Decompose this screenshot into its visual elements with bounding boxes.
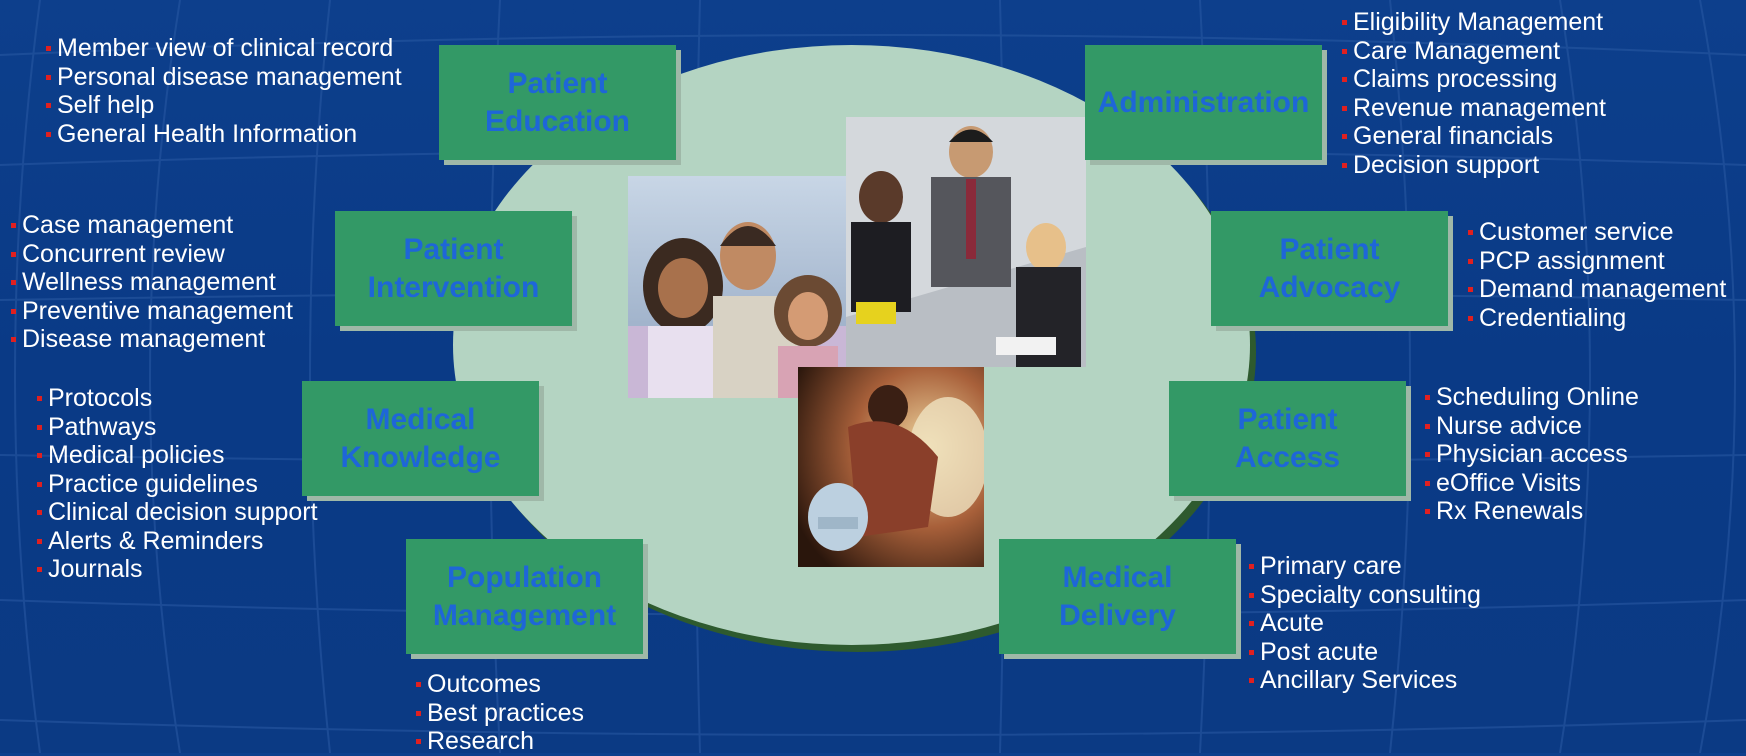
list-item: Nurse advice xyxy=(1425,412,1639,441)
list-item: Member view of clinical record xyxy=(46,34,402,63)
list-item: Practice guidelines xyxy=(37,470,318,499)
list-item: Revenue management xyxy=(1342,94,1606,123)
medical-knowledge-list: Protocols Pathways Medical policies Prac… xyxy=(37,384,318,584)
list-item: Disease management xyxy=(11,325,293,354)
list-item: Concurrent review xyxy=(11,240,293,269)
list-item: Customer service xyxy=(1468,218,1726,247)
list-item: PCP assignment xyxy=(1468,247,1726,276)
administration-box: Administration xyxy=(1085,45,1322,160)
medical-knowledge-box: Medical Knowledge xyxy=(302,381,539,496)
list-item: eOffice Visits xyxy=(1425,469,1639,498)
list-item: Demand management xyxy=(1468,275,1726,304)
patient-education-box: Patient Education xyxy=(439,45,676,160)
patient-intervention-box: Patient Intervention xyxy=(335,211,572,326)
list-item: Pathways xyxy=(37,413,318,442)
medical-delivery-box: Medical Delivery xyxy=(999,539,1236,654)
patient-access-box: Patient Access xyxy=(1169,381,1406,496)
patient-access-list: Scheduling Online Nurse advice Physician… xyxy=(1425,383,1639,526)
patient-education-list: Member view of clinical record Personal … xyxy=(46,34,402,148)
list-item: General financials xyxy=(1342,122,1606,151)
list-item: Case management xyxy=(11,211,293,240)
list-item: Post acute xyxy=(1249,638,1481,667)
list-item: Best practices xyxy=(416,699,584,728)
list-item: Claims processing xyxy=(1342,65,1606,94)
list-item: Decision support xyxy=(1342,151,1606,180)
list-item: Journals xyxy=(37,555,318,584)
list-item: Primary care xyxy=(1249,552,1481,581)
list-item: Alerts & Reminders xyxy=(37,527,318,556)
population-management-box: Population Management xyxy=(406,539,643,654)
list-item: Acute xyxy=(1249,609,1481,638)
medical-delivery-list: Primary care Specialty consulting Acute … xyxy=(1249,552,1481,695)
list-item: Outcomes xyxy=(416,670,584,699)
list-item: Medical policies xyxy=(37,441,318,470)
list-item: Clinical decision support xyxy=(37,498,318,527)
population-management-list: Outcomes Best practices Research xyxy=(416,670,584,756)
list-item: Credentialing xyxy=(1468,304,1726,333)
list-item: Wellness management xyxy=(11,268,293,297)
list-item: Physician access xyxy=(1425,440,1639,469)
medical-scan-photo xyxy=(798,367,984,567)
business-meeting-photo xyxy=(846,117,1086,367)
list-item: Care Management xyxy=(1342,37,1606,66)
list-item: Eligibility Management xyxy=(1342,8,1606,37)
list-item: Specialty consulting xyxy=(1249,581,1481,610)
list-item: Self help xyxy=(46,91,402,120)
list-item: Scheduling Online xyxy=(1425,383,1639,412)
patient-advocacy-list: Customer service PCP assignment Demand m… xyxy=(1468,218,1726,332)
patient-advocacy-box: Patient Advocacy xyxy=(1211,211,1448,326)
list-item: Rx Renewals xyxy=(1425,497,1639,526)
list-item: Ancillary Services xyxy=(1249,666,1481,695)
family-photo xyxy=(628,176,854,398)
administration-list: Eligibility Management Care Management C… xyxy=(1342,8,1606,179)
list-item: General Health Information xyxy=(46,120,402,149)
list-item: Protocols xyxy=(37,384,318,413)
list-item: Preventive management xyxy=(11,297,293,326)
list-item: Research xyxy=(416,727,584,756)
patient-intervention-list: Case management Concurrent review Wellne… xyxy=(11,211,293,354)
list-item: Personal disease management xyxy=(46,63,402,92)
